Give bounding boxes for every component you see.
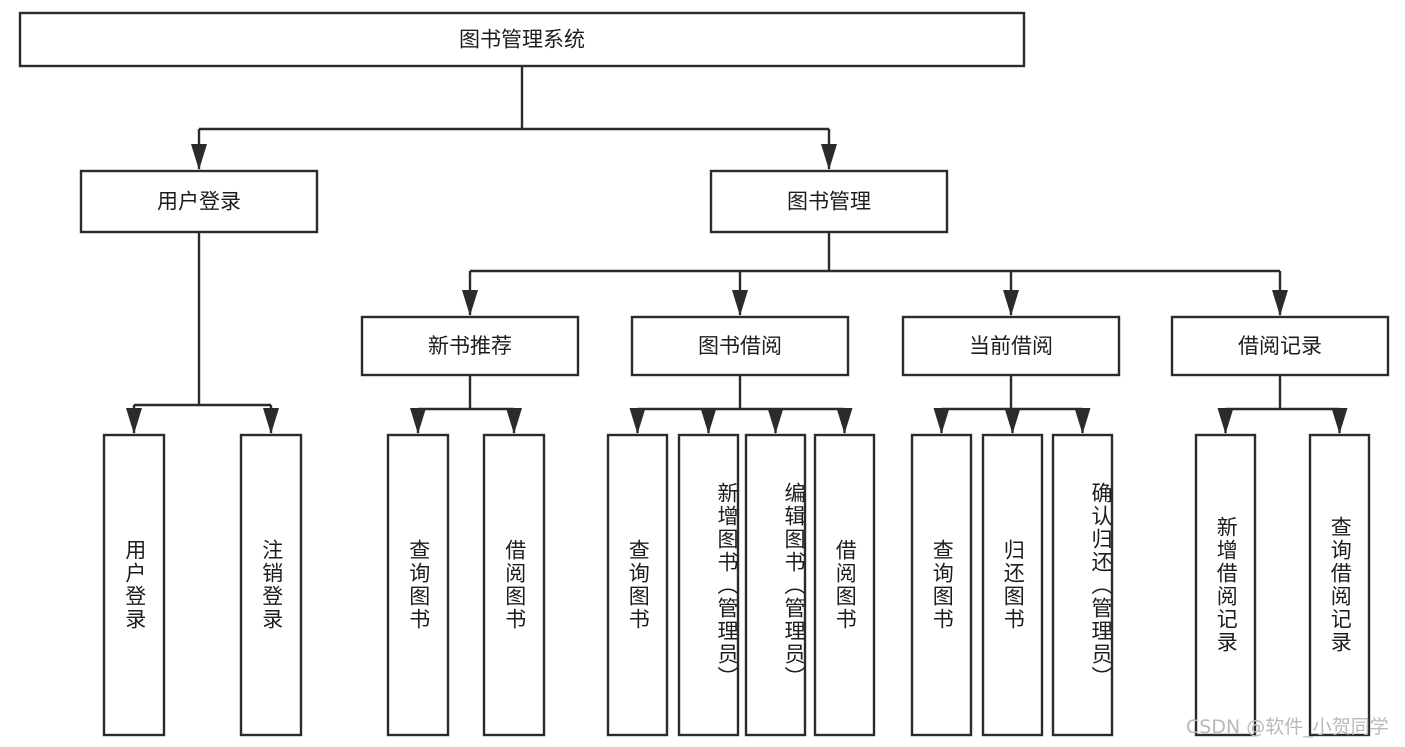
node-leaf-query-book-1[interactable] (386, 433, 450, 737)
arrow-head-icon (700, 408, 717, 434)
node-leaf-add-borrow-record[interactable] (1194, 433, 1257, 737)
arrow-head-icon (933, 408, 950, 434)
node-leaf-query-borrow-record[interactable] (1308, 433, 1371, 737)
arrow-head-icon (1331, 408, 1348, 434)
arrow-head-icon (191, 144, 207, 170)
arrow-head-icon (263, 408, 279, 434)
arrow-head-icon (821, 144, 837, 170)
node-new-book-recommend[interactable] (360, 315, 580, 377)
node-label-book-management: 图书管理 (787, 190, 871, 214)
node-user-login[interactable] (79, 169, 319, 234)
node-leaf-borrow-book-2[interactable] (813, 433, 876, 737)
node-root[interactable] (18, 11, 1026, 68)
node-leaf-query-book-2[interactable] (606, 433, 669, 737)
node-leaf-confirm-return-admin[interactable] (1051, 433, 1114, 737)
arrow-head-icon (836, 408, 853, 434)
node-label-new-book-recommend: 新书推荐 (428, 334, 512, 358)
node-leaf-return-book[interactable] (981, 433, 1044, 737)
node-label-user-login: 用户登录 (157, 190, 241, 214)
arrow-head-icon (1003, 290, 1019, 316)
watermark-text: CSDN @软件_小贺同学 (1186, 716, 1389, 738)
arrow-head-icon (1272, 290, 1288, 316)
node-label-book-borrow: 图书借阅 (698, 334, 782, 358)
arrow-head-icon (410, 408, 426, 434)
node-leaf-add-book-admin[interactable] (677, 433, 740, 737)
arrow-head-icon (732, 290, 748, 316)
node-label-borrow-record: 借阅记录 (1238, 334, 1322, 358)
arrow-head-icon (506, 408, 522, 434)
node-book-borrow[interactable] (630, 315, 850, 377)
arrow-head-icon (1074, 408, 1091, 434)
node-book-management[interactable] (709, 169, 949, 234)
node-leaf-edit-book-admin[interactable] (744, 433, 807, 737)
node-leaf-user-login[interactable] (102, 433, 166, 737)
node-leaf-query-book-3[interactable] (910, 433, 973, 737)
arrow-head-icon (1217, 408, 1234, 434)
node-current-borrow[interactable] (901, 315, 1121, 377)
arrow-head-icon (126, 408, 142, 434)
arrow-head-icon (767, 408, 784, 434)
node-borrow-record[interactable] (1170, 315, 1390, 377)
node-boxes (18, 11, 1390, 737)
arrow-head-icon (1004, 408, 1021, 434)
arrow-head-icon (462, 290, 478, 316)
node-leaf-borrow-book-1[interactable] (482, 433, 546, 737)
connector-lines (126, 66, 1348, 434)
node-label-current-borrow: 当前借阅 (969, 334, 1053, 358)
arrow-head-icon (629, 408, 646, 434)
node-leaf-logout-login[interactable] (239, 433, 303, 737)
node-label-root: 图书管理系统 (459, 28, 585, 52)
